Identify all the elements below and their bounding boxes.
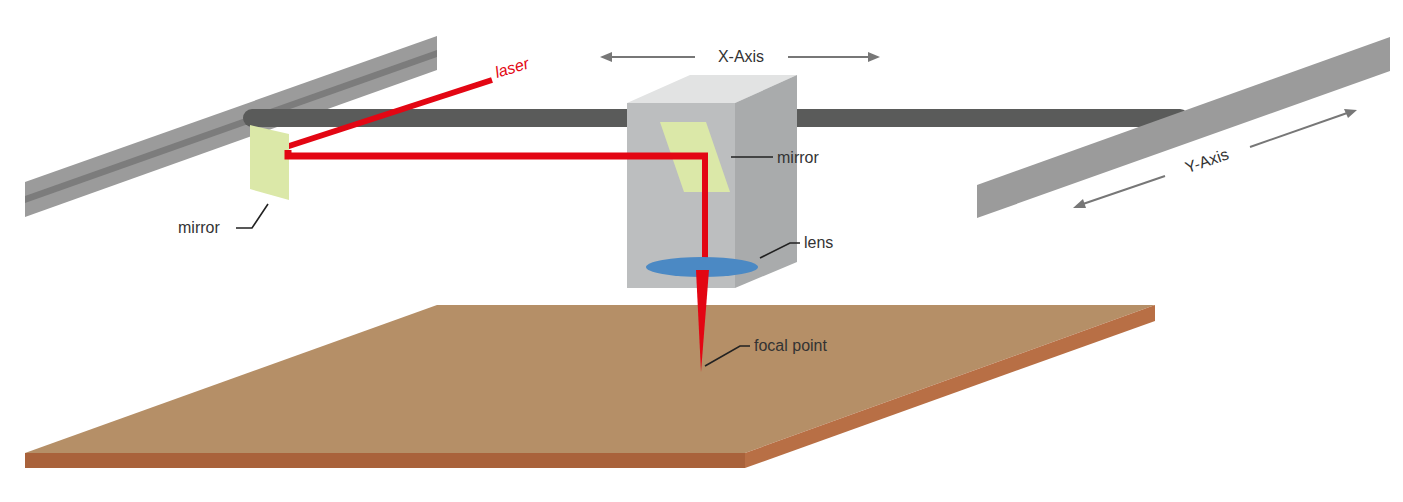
laser-beam: [286, 80, 492, 147]
work-bed-side: [745, 305, 1155, 468]
part-label: lens: [804, 234, 833, 252]
part-label: mirror: [178, 219, 220, 237]
part-label: X-Axis: [714, 48, 768, 66]
right-rail: [977, 37, 1390, 218]
focused-beam: [696, 270, 709, 372]
part-label: laser: [493, 55, 531, 82]
leader-lines: [236, 157, 800, 366]
gantry-bar: [252, 109, 640, 127]
part-label: mirror: [777, 149, 819, 167]
laser-beam: [288, 150, 708, 156]
part-label: Y-Axis: [1179, 144, 1235, 178]
work-bed-front: [25, 453, 745, 468]
carriage-side: [735, 75, 797, 288]
left-mirror: [250, 125, 289, 200]
part-label: focal point: [754, 337, 827, 355]
laser-beam: [702, 153, 708, 268]
axis-arrows: [600, 52, 1357, 208]
gantry-bar: [768, 109, 1180, 127]
